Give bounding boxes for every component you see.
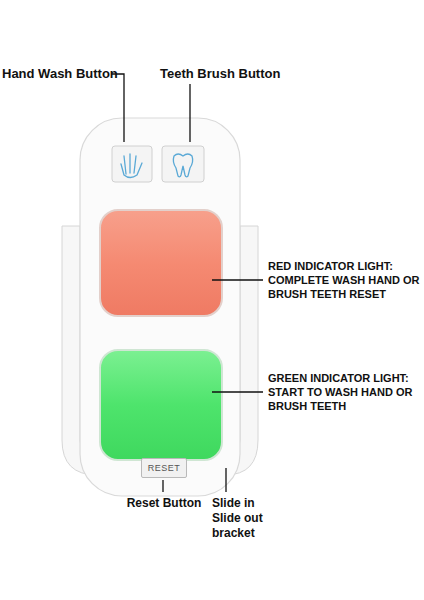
part-label: Reset Button: [118, 496, 210, 511]
hand-icon: [121, 154, 142, 178]
device-housing: [80, 118, 240, 496]
reset-button: RESET: [141, 458, 187, 478]
leader-line: [212, 279, 263, 280]
callout-label: RED INDICATOR LIGHT: COMPLETE WASH HAND …: [268, 260, 420, 301]
green-indicator-light: [100, 350, 222, 460]
part-label: Teeth Brush Button: [160, 66, 310, 82]
leader-line: [212, 391, 263, 392]
part-label: Hand Wash Button: [2, 66, 122, 82]
button-text: RESET: [148, 463, 181, 473]
leader-line: [112, 74, 124, 142]
teeth-brush-button: [162, 146, 204, 182]
part-label: Slide in Slide out bracket: [212, 496, 276, 541]
leader-line: [189, 84, 190, 142]
red-indicator-light: [100, 210, 222, 316]
leader-lines: [112, 74, 263, 492]
callout-label: GREEN INDICATOR LIGHT: START TO WASH HAN…: [268, 372, 420, 413]
leader-line: [162, 480, 163, 492]
leader-line: [225, 468, 226, 492]
hand-wash-button: [112, 146, 152, 182]
tooth-icon: [173, 154, 192, 177]
